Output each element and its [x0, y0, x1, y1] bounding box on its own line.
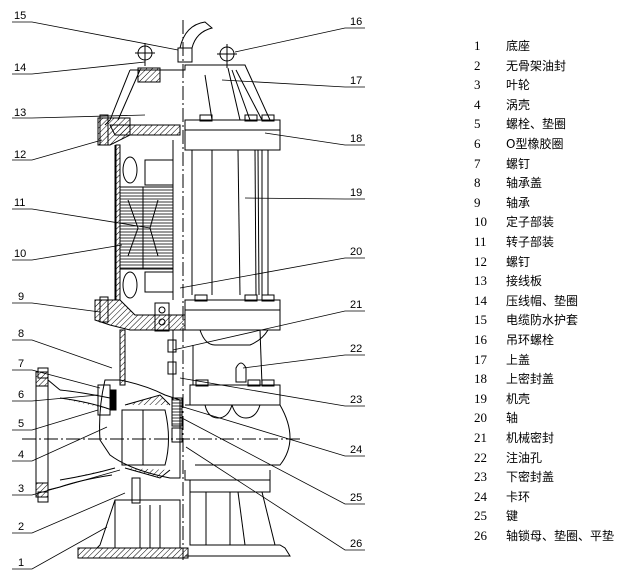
part-name: 螺钉 [506, 254, 531, 269]
part-name: 接线板 [506, 274, 543, 289]
part-name: 电缆防水护套 [506, 313, 579, 328]
part-name: 机壳 [506, 391, 531, 406]
callout-7: 7 [18, 358, 24, 370]
callout-6: 6 [18, 389, 24, 401]
upper-flange [184, 119, 281, 151]
part-number: 6 [474, 136, 481, 151]
part-name: 吊环螺栓 [506, 333, 555, 347]
part-name: 无骨架油封 [506, 58, 567, 73]
part-name: 轴锁母、垫圈、平垫 [506, 529, 615, 543]
part-number: 3 [474, 77, 481, 93]
callout-2: 2 [18, 521, 24, 533]
oil-plug [235, 362, 247, 383]
callout-22: 22 [350, 343, 362, 355]
part-number: 15 [474, 312, 487, 328]
part-name: 轴 [506, 411, 519, 426]
part-number: 4 [474, 96, 481, 112]
callout-3: 3 [18, 483, 24, 495]
part-number: 13 [474, 273, 487, 289]
part-name: 转子部装 [506, 235, 555, 249]
part-name: 轴承盖 [506, 176, 543, 191]
pump-body [22, 20, 300, 560]
part-name: 轴承 [506, 195, 531, 210]
part-name: O型橡胶圈 [506, 137, 564, 151]
outlet-flange [35, 371, 49, 498]
part-name: 下密封盖 [506, 470, 555, 485]
part-name: 涡壳 [506, 97, 531, 112]
callout-20: 20 [350, 246, 362, 258]
part-name: 定子部装 [506, 215, 555, 230]
part-number: 17 [474, 351, 487, 367]
callout-13: 13 [14, 107, 26, 119]
part-name: 键 [506, 509, 519, 524]
stator [119, 186, 144, 270]
part-name: 螺钉 [506, 156, 531, 171]
part-name: 卡环 [506, 489, 531, 504]
callout-25: 25 [350, 492, 362, 504]
callout-19: 19 [350, 187, 362, 199]
part-number: 14 [474, 292, 487, 308]
callout-21: 21 [350, 299, 362, 311]
part-name: 上密封盖 [506, 372, 555, 387]
part-name: 叶轮 [506, 78, 531, 93]
part-number: 25 [474, 508, 487, 524]
part-number: 11 [474, 234, 487, 249]
part-name: 注油孔 [506, 450, 543, 465]
callout-18: 18 [350, 133, 362, 145]
callout-26: 26 [350, 538, 362, 550]
part-number: 2 [474, 57, 481, 73]
callout-4: 4 [18, 449, 24, 461]
part-number: 18 [474, 371, 487, 387]
lifting-eye-right [217, 44, 237, 68]
callout-11: 11 [14, 197, 25, 209]
callout-labels: 15 14 13 12 11 10 9 8 7 6 5 4 3 2 1 16 1… [14, 10, 362, 569]
part-number: 23 [474, 469, 487, 485]
callout-15: 15 [14, 10, 26, 22]
impeller [121, 409, 169, 466]
pump-section-drawing: 15 14 13 12 11 10 9 8 7 6 5 4 3 2 1 16 1… [12, 10, 365, 570]
part-number: 1 [474, 38, 481, 53]
part-number: 9 [474, 194, 481, 210]
callout-12: 12 [14, 149, 26, 161]
callout-17: 17 [350, 75, 362, 87]
part-number: 16 [474, 332, 487, 347]
part-number: 8 [474, 175, 481, 191]
callout-9: 9 [18, 291, 24, 303]
part-number: 10 [474, 214, 487, 230]
part-name: 机械密封 [506, 431, 555, 445]
leader-lines [12, 21, 365, 570]
part-number: 5 [474, 116, 481, 132]
part-name: 上盖 [506, 352, 531, 367]
base [114, 499, 181, 549]
callout-14: 14 [14, 62, 26, 74]
callout-24: 24 [350, 444, 362, 456]
callout-8: 8 [18, 328, 24, 340]
part-number: 7 [474, 155, 481, 171]
lower-housing-flange [184, 299, 281, 331]
part-number: 24 [474, 488, 487, 504]
part-number: 12 [474, 253, 487, 269]
part-number: 22 [474, 449, 487, 465]
callout-16: 16 [350, 16, 362, 28]
part-number: 21 [474, 430, 487, 445]
part-number: 26 [474, 528, 487, 543]
part-number: 19 [474, 390, 487, 406]
part-name: 螺栓、垫圈 [506, 117, 567, 132]
part-name: 底座 [506, 39, 531, 53]
callout-5: 5 [18, 418, 24, 430]
callout-23: 23 [350, 394, 362, 406]
callout-1: 1 [18, 557, 24, 569]
callout-10: 10 [14, 248, 26, 260]
cable-sheath [179, 21, 214, 49]
part-name: 压线帽、垫圈 [506, 293, 579, 308]
part-number: 20 [474, 410, 487, 426]
